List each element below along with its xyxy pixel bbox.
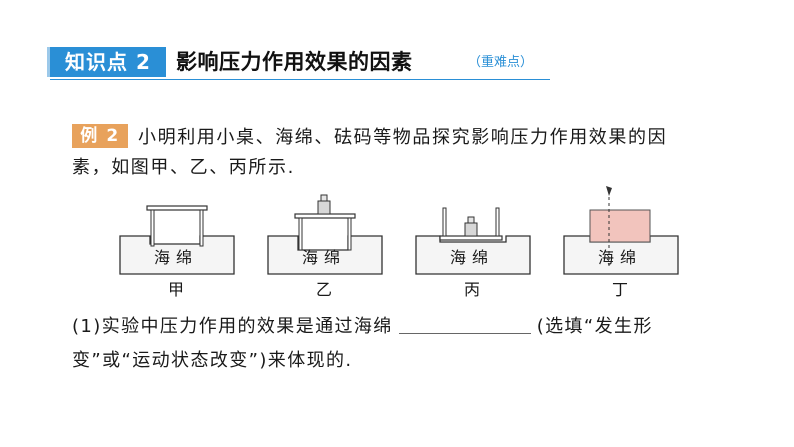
figure-caption: 丁: [611, 280, 628, 299]
example-text: 例 2 小明利用小桌、海绵、砝码等物品探究影响压力作用效果的因素，如图甲、乙、丙所…: [72, 123, 752, 183]
question-1-part-2: (选填“发生形: [536, 316, 653, 337]
figure-yi: 海绵 乙: [266, 186, 392, 299]
section-header: 知识点 2 影响压力作用效果的因素 （重难点）: [47, 44, 550, 80]
figure-caption: 丙: [463, 280, 480, 299]
sponge-label: 海绵: [301, 248, 346, 267]
figure-jia: 海绵 甲: [118, 186, 244, 299]
section-title: 影响压力作用效果的因素: [176, 50, 413, 74]
arrow-icon: [606, 186, 612, 196]
figure-yi-drawing: [267, 194, 383, 275]
question-1: (1)实验中压力作用的效果是通过海绵 (选填“发生形变”或“运动状态改变”)来体现…: [72, 310, 762, 378]
figure-bing-drawing: [415, 207, 531, 275]
sponge-label: 海绵: [153, 248, 198, 267]
figure-bing: 海绵 丙: [414, 186, 540, 299]
figure-ding-drawing: [563, 186, 679, 275]
question-1-part-3: 变”或“运动状态改变”)来体现的.: [72, 350, 353, 371]
sponge-label: 海绵: [597, 248, 642, 267]
example-badge: 例 2: [72, 124, 128, 148]
difficulty-tag: （重难点）: [468, 55, 534, 70]
figure-caption: 乙: [315, 280, 332, 299]
question-1-part-1: (1)实验中压力作用的效果是通过海绵: [72, 316, 393, 337]
example-line-1: 小明利用小桌、海绵、砝码等物品探究影响压力作用效果的因: [138, 127, 668, 148]
answer-blank[interactable]: [398, 313, 531, 334]
sponge-label: 海绵: [449, 248, 494, 267]
example-line-2: 素，如图甲、乙、丙所示.: [72, 157, 295, 178]
knowledge-point-badge: 知识点 2: [47, 47, 166, 77]
header-underline: [50, 79, 550, 80]
figure-ding: 海绵 丁: [562, 186, 688, 299]
experiment-figures: 海绵 甲 海绵 乙 海绵 丙: [118, 186, 679, 299]
figure-caption: 甲: [167, 280, 184, 299]
example-block: 例 2 小明利用小桌、海绵、砝码等物品探究影响压力作用效果的因素，如图甲、乙、丙所…: [72, 123, 752, 183]
figure-jia-drawing: [119, 205, 235, 275]
